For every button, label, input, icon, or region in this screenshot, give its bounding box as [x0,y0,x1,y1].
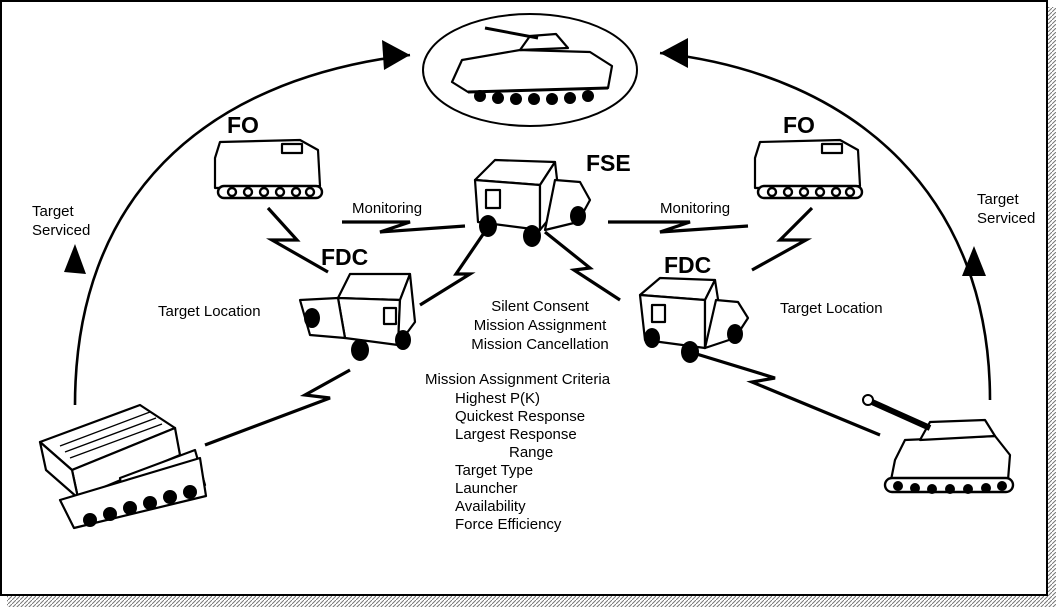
fdc-left-humvee-icon [298,272,417,361]
link-fo-right-fdc-right [751,206,814,272]
arrowhead-right-side [962,246,986,276]
criteria-item: Highest P(K) [455,390,540,407]
howitzer-icon [862,394,1015,494]
criteria-title: Mission Assignment Criteria [425,371,611,388]
fdc-right-humvee-icon [638,276,750,363]
monitoring-left-label: Monitoring [352,200,422,217]
fo-left-apc-icon [213,138,324,200]
fse-message-silent-consent: Silent Consent [491,298,589,315]
fdc-right-label: FDC [664,252,711,278]
fse-message-mission-assignment: Mission Assignment [474,317,607,334]
target-serviced-right-line1: Target [977,191,1020,208]
arc-target-serviced-right [659,51,992,401]
fdc-left-label: FDC [321,244,368,270]
target-ifv-icon [422,13,638,127]
fo-left-label: FO [227,112,259,138]
monitoring-right-label: Monitoring [660,200,730,217]
fo-right-label: FO [783,112,815,138]
arrowhead-left-side [64,244,86,274]
target-serviced-left-line1: Target [32,203,75,220]
link-fdc-left-launcher [204,368,351,447]
target-location-left-label: Target Location [158,303,261,320]
criteria-item: Range [509,444,553,461]
link-fdc-left-fse [342,220,466,234]
fse-message-mission-cancellation: Mission Cancellation [471,336,609,353]
criteria-item: Quickest Response [455,408,585,425]
link-fse-fdc-right-monitor [608,220,749,234]
fse-humvee-icon [473,158,592,247]
arrowhead-left-top [382,40,410,70]
link-fo-left-fdc-left [265,206,329,274]
arrowhead-right-top [660,38,688,68]
fse-label: FSE [586,150,631,176]
target-serviced-right-line2: Serviced [977,210,1035,227]
criteria-item: Availability [455,498,526,515]
criteria-item: Launcher [455,480,518,497]
arc-target-serviced-left [73,53,411,406]
link-fdc-right-howitzer [689,350,881,437]
fo-right-apc-icon [753,138,864,200]
target-serviced-left-line2: Serviced [32,222,90,239]
link-fse-fdc-right [544,230,621,302]
target-location-right-label: Target Location [780,300,883,317]
criteria-item: Target Type [455,462,533,479]
mlrs-launcher-icon [38,403,208,530]
criteria-item: Force Efficiency [455,516,562,533]
link-fse-fdc-left [419,229,488,307]
criteria-item: Largest Response [455,426,577,443]
